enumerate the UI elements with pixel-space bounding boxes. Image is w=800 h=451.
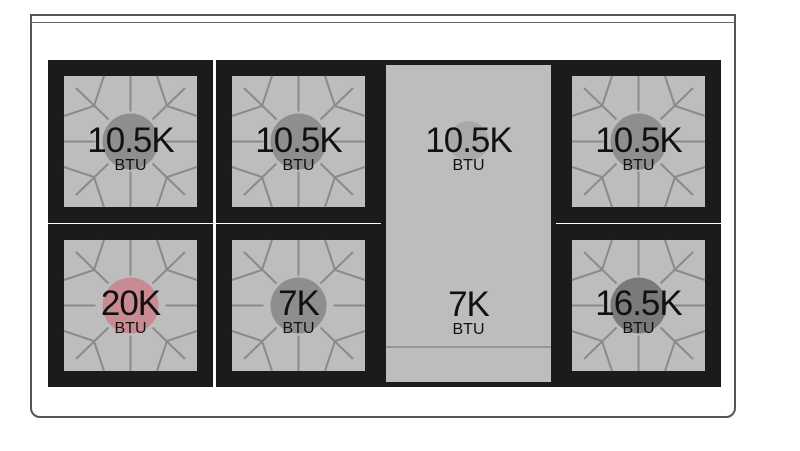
burner-front-right: 16.5K BTU — [556, 224, 721, 387]
burner-label: 7K BTU — [216, 286, 381, 337]
burner-rear-right: 10.5K BTU — [556, 60, 721, 223]
btu-unit: BTU — [114, 320, 147, 337]
grate-artwork — [571, 239, 706, 372]
btu-unit: BTU — [622, 320, 655, 337]
burner-label: 16.5K BTU — [556, 286, 721, 337]
grate-artwork — [571, 75, 706, 208]
burner-cap — [270, 113, 327, 170]
btu-rating: 10.5K — [595, 121, 682, 160]
grate-bars — [63, 75, 198, 208]
burner-cap — [102, 277, 159, 334]
btu-rating: 20K — [100, 284, 161, 323]
burner-rear-left: 10.5K BTU — [48, 60, 213, 223]
griddle-lower-label: 7K BTU — [381, 287, 556, 338]
btu-rating: 10.5K — [255, 121, 342, 160]
grate-artwork — [63, 75, 198, 208]
burner-rear-center-left: 10.5K BTU — [216, 60, 381, 223]
btu-rating: 7K — [448, 285, 490, 324]
btu-rating: 10.5K — [87, 121, 174, 160]
griddle-element-mark — [448, 121, 489, 161]
burner-cap — [610, 113, 667, 170]
btu-unit: BTU — [622, 157, 655, 174]
btu-rating: 7K — [278, 284, 320, 323]
burner-label: 10.5K BTU — [556, 123, 721, 174]
grate-bars — [63, 239, 198, 372]
btu-unit: BTU — [452, 157, 485, 174]
burner-cap — [610, 277, 667, 334]
btu-unit: BTU — [282, 320, 315, 337]
burner-cap — [270, 277, 327, 334]
griddle-artwork — [386, 65, 551, 382]
burner-label: 10.5K BTU — [216, 123, 381, 174]
grate-bars — [231, 75, 366, 208]
btu-unit: BTU — [282, 157, 315, 174]
grate-artwork — [63, 239, 198, 372]
btu-rating: 10.5K — [425, 121, 512, 160]
grate-bars — [231, 239, 366, 372]
griddle-upper-label: 10.5K BTU — [381, 123, 556, 174]
burner-front-left: 20K BTU — [48, 224, 213, 387]
burner-label: 10.5K BTU — [48, 123, 213, 174]
grate-bars — [571, 75, 706, 208]
btu-unit: BTU — [452, 321, 485, 338]
grate-artwork — [231, 75, 366, 208]
btu-unit: BTU — [114, 157, 147, 174]
griddle: 10.5K BTU 7K BTU — [381, 60, 556, 387]
burner-front-center-left: 7K BTU — [216, 224, 381, 387]
grate-bars — [571, 239, 706, 372]
burner-cap — [102, 113, 159, 170]
grate-artwork — [231, 239, 366, 372]
griddle-plate — [386, 65, 551, 382]
burner-label: 20K BTU — [48, 286, 213, 337]
cooktop-rim-line — [30, 22, 736, 23]
btu-rating: 16.5K — [595, 284, 682, 323]
